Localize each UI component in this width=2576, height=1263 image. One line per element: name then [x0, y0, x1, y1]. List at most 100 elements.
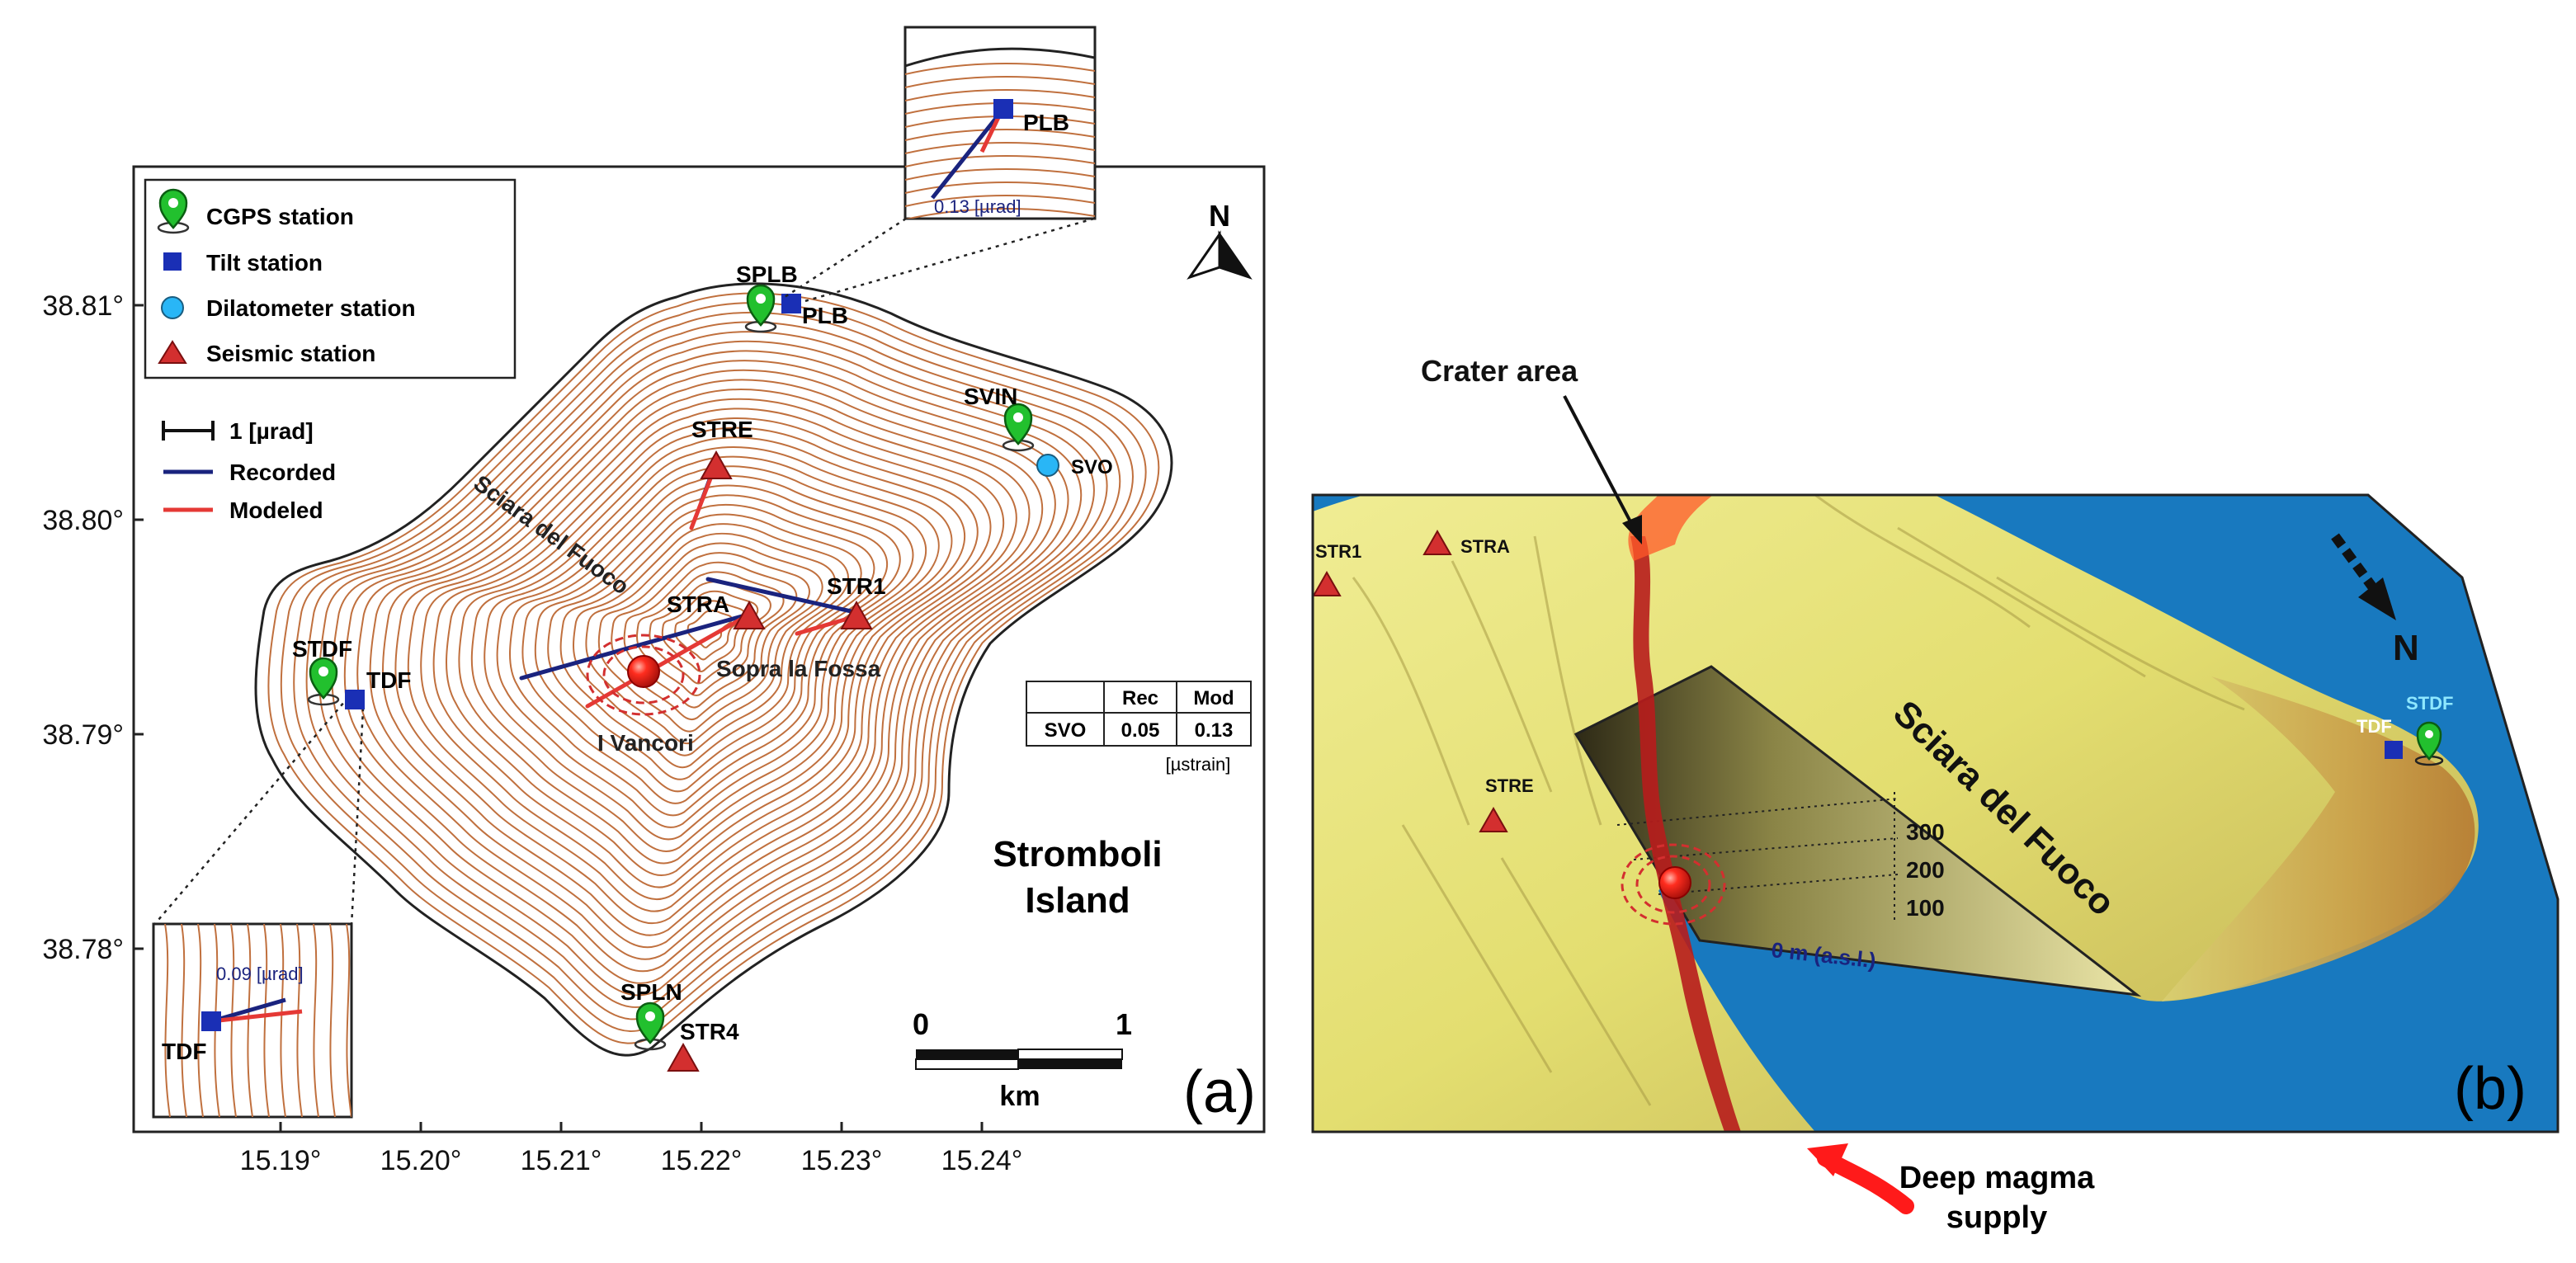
contour-line — [394, 389, 1031, 925]
contour-line — [905, 115, 1095, 128]
contour-line — [214, 924, 220, 1117]
station-label-stra: STRA — [667, 591, 729, 617]
contour-line — [432, 417, 992, 888]
scale-unit: km — [999, 1081, 1040, 1112]
gps-marker-icon — [157, 188, 190, 234]
island-name-line2: Island — [1025, 880, 1130, 921]
lat-label: 38.81° — [42, 290, 124, 322]
contour-line — [905, 63, 1095, 75]
station-label-stdf-3d: STDF — [2406, 693, 2453, 714]
contour-line — [164, 924, 171, 1117]
contour-line — [905, 102, 1095, 115]
gps-marker-icon — [634, 1001, 667, 1051]
dilatometer-circle-icon — [1036, 454, 1059, 477]
contour-line — [331, 340, 1095, 984]
tilt-legend: 1 [µrad] Recorded Modeled — [162, 418, 336, 523]
contour-line — [905, 195, 1095, 207]
lat-label: 38.79° — [42, 719, 124, 751]
station-label-stre-3d: STRE — [1485, 775, 1534, 796]
deep-supply-line1: Deep magma — [1899, 1161, 2095, 1195]
magma-source — [586, 634, 701, 716]
station-label-tdf-3d: TDF — [2357, 716, 2392, 737]
north-label: N — [1209, 199, 1230, 233]
seismic-triangle-icon — [1313, 570, 1342, 596]
inset-plb: PLB 0.13 [µrad] — [903, 26, 1097, 220]
lon-label: 15.20° — [380, 1145, 462, 1176]
strain-row-label: SVO — [1045, 719, 1087, 742]
tilt-square-icon — [163, 252, 182, 271]
island-name: Stromboli Island — [993, 834, 1162, 921]
north-arrow-icon: N — [1187, 199, 1253, 280]
contour-line — [181, 924, 187, 1117]
station-label-plb: PLB — [802, 303, 848, 328]
contour-line — [484, 455, 940, 841]
contour-line — [197, 924, 204, 1117]
lon-label: 15.24° — [941, 1145, 1023, 1176]
panel-label-a: (a) — [1183, 1059, 1256, 1125]
scale-right-label: 1 — [1116, 1007, 1132, 1041]
gps-marker-icon — [307, 657, 340, 706]
station-label-str1-3d: STR1 — [1315, 541, 1361, 562]
seismic-triangle-icon — [158, 340, 187, 364]
legend: CGPS station Tilt station Dilatometer st… — [144, 178, 517, 379]
contour-line — [597, 542, 823, 733]
deep-supply-line2: supply — [1946, 1200, 2047, 1235]
station-label-spln: SPLN — [620, 979, 682, 1005]
gps-marker-icon — [1002, 403, 1035, 452]
gps-marker-icon — [2414, 721, 2444, 766]
station-label-tdf: TDF — [366, 667, 411, 693]
contour-line — [381, 379, 1044, 936]
inset-tdf-value: 0.09 [µrad] — [216, 964, 304, 984]
legend-tilt: Tilt station — [206, 250, 323, 276]
seismic-triangle-icon — [700, 450, 733, 479]
legend-cgps: CGPS station — [206, 204, 354, 229]
lat-label: 38.78° — [42, 934, 124, 965]
elevation-labels: 300 200 100 — [1906, 819, 1945, 921]
crater-vent — [1628, 495, 1714, 561]
legend-scale: 1 [µrad] — [229, 418, 314, 444]
panel-a: 38.81° 38.80° 38.79° 38.78° 15.19° 15.20… — [42, 26, 1266, 1176]
strain-rec-value: 0.05 — [1121, 719, 1160, 742]
modeled-vector-stra — [585, 613, 750, 709]
legend-modeled: Modeled — [229, 497, 323, 523]
station-label-stra-3d: STRA — [1460, 536, 1510, 557]
contour-line — [230, 924, 237, 1117]
magma-source-3d — [1621, 843, 1726, 926]
contour-line — [458, 436, 966, 865]
inset-tdf: 0.09 [µrad] TDF — [152, 922, 353, 1119]
seismic-triangle-icon — [840, 600, 873, 629]
magma-dike — [1630, 536, 1741, 1132]
elevation-label: 100 — [1906, 895, 1945, 921]
contour-line — [547, 503, 875, 780]
station-label-str1: STR1 — [827, 573, 886, 599]
contour-line — [343, 350, 1083, 973]
seismic-triangle-icon — [1479, 806, 1508, 832]
station-label-str4: STR4 — [680, 1019, 739, 1044]
contour-line — [263, 924, 270, 1117]
inset-tdf-label: TDF — [162, 1039, 206, 1064]
inset-plb-value: 0.13 [µrad] — [934, 196, 1021, 217]
contour-line — [407, 398, 1017, 912]
tilt-square-icon — [201, 1011, 221, 1031]
contour-line — [905, 168, 1095, 181]
lon-label: 15.23° — [801, 1145, 883, 1176]
contour-line — [508, 474, 914, 817]
contour-line — [905, 76, 1095, 88]
elevation-lines — [1616, 792, 1899, 924]
strain-col-mod: Mod — [1193, 687, 1234, 709]
lat-label: 38.80° — [42, 505, 124, 536]
contour-line — [905, 155, 1095, 167]
tilt-square-icon — [345, 690, 365, 709]
contour-line — [905, 89, 1095, 101]
contour-line — [611, 552, 810, 721]
contour-line — [420, 408, 1005, 901]
crater-arrow-icon — [1563, 395, 1642, 544]
modeled-vector-str1 — [795, 615, 856, 636]
contour-line — [573, 523, 849, 756]
contour-line — [369, 369, 1056, 949]
contour-line — [905, 181, 1095, 194]
latitude-labels: 38.81° 38.80° 38.79° 38.78° — [42, 290, 124, 965]
contour-line — [496, 465, 927, 828]
strain-table: Rec Mod SVO 0.05 0.13 [µstrain] — [1026, 681, 1252, 775]
